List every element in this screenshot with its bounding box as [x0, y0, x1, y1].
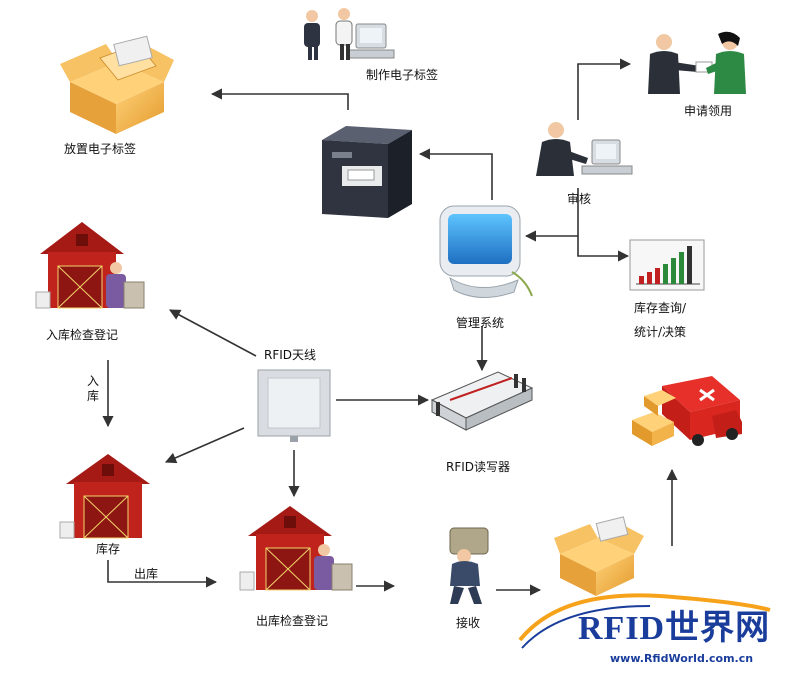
office-workers-icon [304, 8, 395, 60]
reviewer-computer-icon [536, 122, 633, 176]
rfid-reader-icon [430, 371, 534, 431]
arrow-review-to-stats [577, 236, 630, 262]
arrow-mgmt-to-printer [418, 148, 493, 200]
label-stock: 库存 [96, 542, 121, 556]
bar-chart-icon [629, 239, 705, 291]
rfidworld-logo: RFID世界网 www.RfidWorld.com.cn [548, 592, 796, 680]
label-inventory-stats: 库存查询/ 统计/决策 [634, 301, 687, 339]
arrow-make-to-place [210, 88, 349, 110]
logo-text: RFID世界网 [578, 610, 771, 647]
open-box-icon [60, 35, 174, 134]
label-place-tag: 放置电子标签 [64, 142, 137, 156]
label-receive: 接收 [456, 616, 481, 630]
arrows [102, 58, 678, 596]
label-inbound-check: 入库检查登记 [46, 328, 119, 342]
printer-icon [322, 126, 412, 218]
worker-carrying-box-icon [449, 527, 489, 604]
arrow-stock-to-outbound [107, 560, 218, 588]
arrow-antenna-to-inbound [169, 309, 257, 357]
barn-stock-icon [59, 454, 150, 539]
logo-url: www.RfidWorld.com.cn [610, 652, 754, 665]
delivery-truck-icon [632, 376, 742, 446]
arrow-antenna-to-stock [164, 427, 245, 464]
management-monitor-icon [439, 205, 533, 298]
label-apply: 申请领用 [684, 104, 733, 118]
arrow-review-to-apply [577, 58, 632, 120]
rfid-antenna-icon [257, 369, 331, 442]
label-outbound: 出库 [134, 567, 159, 581]
rfidworld-logo-swoosh [518, 593, 771, 649]
label-outbound-check: 出库检查登记 [256, 614, 329, 628]
open-box-received-icon [554, 516, 644, 596]
label-rfid-antenna: RFID天线 [264, 348, 317, 362]
apply-handover-icon [648, 31, 746, 94]
label-inbound: 入库 [86, 374, 99, 403]
barn-inbound-icon [35, 222, 145, 309]
label-rfid-reader: RFID读写器 [446, 460, 511, 474]
label-mgmt-system: 管理系统 [456, 316, 505, 330]
barn-outbound-icon [239, 506, 353, 591]
label-review: 审核 [567, 192, 592, 206]
label-make-tag: 制作电子标签 [366, 68, 439, 82]
